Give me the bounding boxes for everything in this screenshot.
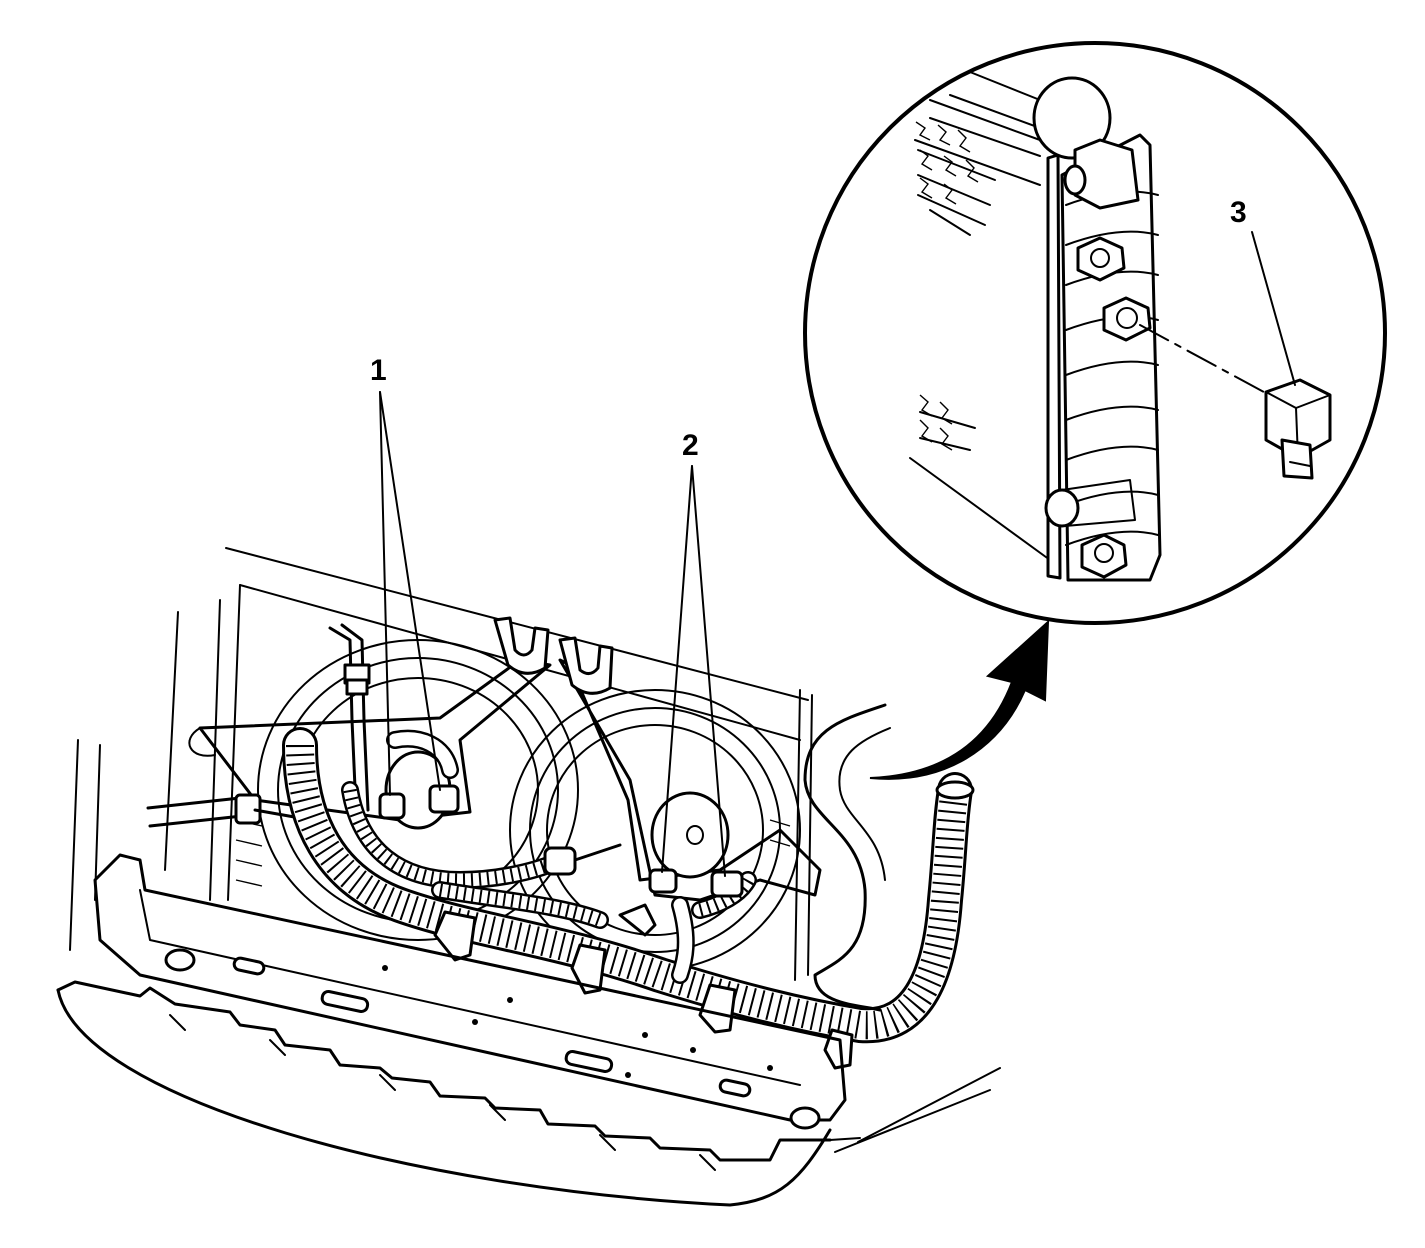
detail-view bbox=[803, 41, 1387, 625]
radiator-core bbox=[909, 71, 1051, 561]
callout-1: 1 bbox=[370, 354, 441, 796]
callout-3: 3 bbox=[1230, 196, 1296, 386]
callout-2: 2 bbox=[661, 429, 726, 877]
detail-arrow bbox=[869, 619, 1050, 780]
lower-tie-bar bbox=[93, 853, 847, 1130]
sensor-install-line bbox=[1139, 324, 1276, 399]
callout-3-label: 3 bbox=[1230, 196, 1247, 229]
callout-2-label: 2 bbox=[682, 429, 699, 462]
right-body-contour bbox=[803, 703, 891, 1012]
right-fan-connector-a bbox=[648, 868, 678, 894]
left-fan-connector-a bbox=[378, 792, 406, 820]
main-view bbox=[56, 547, 1001, 1207]
left-fan-connector-b bbox=[428, 784, 460, 814]
right-fan-connector-b bbox=[710, 870, 744, 898]
connector-leads bbox=[341, 729, 757, 984]
front-fascia bbox=[56, 980, 861, 1207]
left-tubes bbox=[146, 623, 371, 828]
coolant-temperature-sensor bbox=[1264, 378, 1332, 480]
upper-brackets bbox=[493, 616, 614, 695]
callout-1-label: 1 bbox=[370, 354, 387, 387]
radiator-side-tank bbox=[1032, 76, 1162, 582]
vehicle-body-lines bbox=[69, 547, 1001, 1153]
harness-clips bbox=[433, 910, 854, 1070]
